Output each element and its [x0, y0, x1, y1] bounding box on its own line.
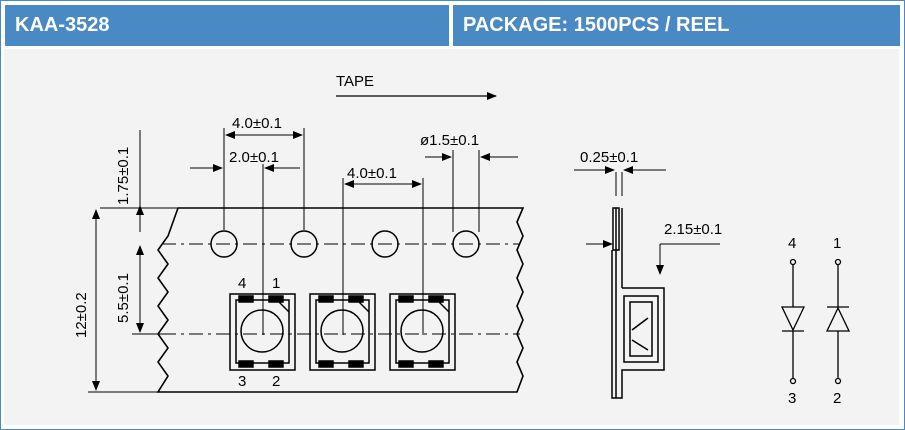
sprocket-hole: [452, 230, 480, 258]
sprocket-hole: [371, 230, 399, 258]
dim-center-label: 5.5±0.1: [115, 273, 132, 323]
symbol-pin-2: 2: [833, 390, 841, 407]
dim-center-distance: [132, 245, 162, 335]
symbol-pin-4: 4: [788, 235, 796, 252]
dim-pitch-top-label: 4.0±0.1: [232, 115, 282, 132]
pin-label-1: 1: [272, 275, 280, 292]
tape-label: TAPE: [336, 73, 374, 90]
dim-edge-label: 1.75±0.1: [115, 147, 132, 205]
dim-tape-thickness: [574, 166, 666, 196]
dim-hole-pitch: [223, 128, 305, 230]
dim-half-pitch-label: 2.0±0.1: [229, 149, 279, 166]
diode-symbol-left: [780, 258, 806, 385]
sprocket-hole: [290, 230, 318, 258]
symbol-pin-3: 3: [788, 390, 796, 407]
carrier-tape: [156, 207, 525, 393]
part-number-header: KAA-3528: [5, 5, 449, 46]
dim-tape-width: [88, 209, 158, 393]
dim-hole-diameter: [425, 150, 518, 232]
dim-thickness-label: 0.25±0.1: [580, 149, 638, 166]
dim-edge-distance: [100, 130, 178, 232]
symbol-pin-1: 1: [833, 235, 841, 252]
dim-pocket-pitch-label: 4.0±0.1: [347, 165, 397, 182]
tape-side-view: [611, 207, 665, 399]
drawing-panel: [4, 49, 899, 425]
dim-hole-dia-label: ø1.5±0.1: [420, 132, 479, 149]
dim-width-label: 12±0.2: [73, 292, 90, 338]
dim-pocket-pitch: [342, 178, 424, 335]
pin-label-2: 2: [272, 373, 280, 390]
package-header: PACKAGE: 1500PCS / REEL: [453, 5, 900, 46]
dim-pocket-depth: [586, 240, 720, 275]
dim-depth-label: 2.15±0.1: [664, 221, 722, 238]
sprocket-hole: [210, 230, 238, 258]
dim-half-pitch: [190, 164, 300, 335]
pin-label-4: 4: [238, 275, 246, 292]
diode-symbol-right: [825, 258, 851, 385]
pin-label-3: 3: [238, 373, 246, 390]
center-lines: [162, 243, 520, 335]
